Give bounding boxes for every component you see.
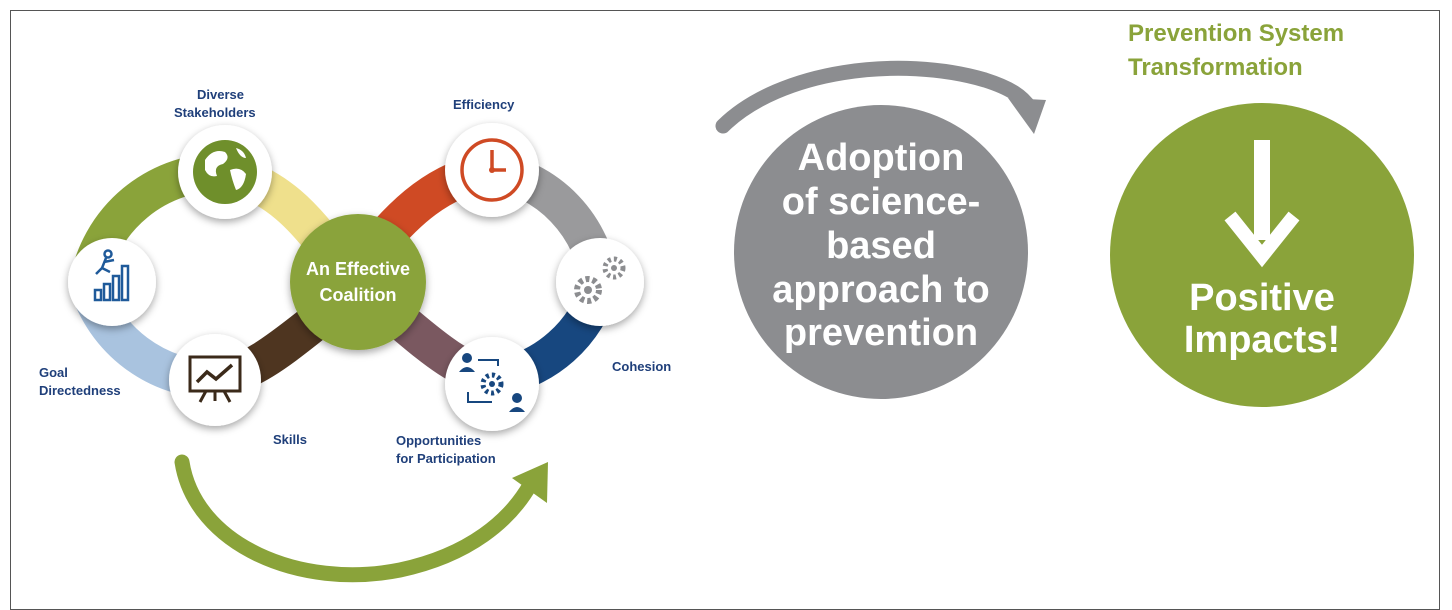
label-efficiency: Efficiency xyxy=(453,97,515,112)
prevention-diagram: An Effective Coalition xyxy=(39,20,1414,583)
grey-curved-arrow xyxy=(715,60,1046,134)
label-cohesion: Cohesion xyxy=(612,359,671,374)
efficiency-node xyxy=(445,123,539,217)
center-coalition-circle: An Effective Coalition xyxy=(290,214,426,350)
label-skills: Skills xyxy=(273,432,307,447)
adoption-line-3: based xyxy=(826,225,936,267)
goal-directedness-node xyxy=(68,238,156,326)
stakeholders-node xyxy=(178,125,272,219)
green-progress-arrow xyxy=(174,454,548,583)
label-opportunities-1: Opportunities xyxy=(396,433,481,448)
climbing-bar-chart-icon xyxy=(93,249,130,302)
cohesion-node xyxy=(556,238,644,326)
skills-node xyxy=(169,334,261,426)
adoption-line-1: Adoption xyxy=(798,137,965,179)
down-arrow-icon xyxy=(1224,140,1300,268)
label-goal-directedness-2: Directedness xyxy=(39,383,121,398)
center-label-line-2: Coalition xyxy=(320,285,397,305)
participation-node xyxy=(445,337,539,431)
globe-icon xyxy=(193,140,257,204)
impacts-line-1: Positive xyxy=(1189,277,1335,319)
clock-icon xyxy=(460,138,524,202)
label-opportunities-2: for Participation xyxy=(396,451,496,466)
impacts-circle: Positive Impacts! xyxy=(1110,103,1414,407)
people-gear-icon xyxy=(459,353,525,412)
gears-icon xyxy=(574,256,626,304)
center-label-line-1: An Effective xyxy=(306,259,410,279)
transformation-header-2: Transformation xyxy=(1128,54,1303,81)
adoption-line-4: approach to xyxy=(772,269,989,311)
adoption-circle: Adoption of science- based approach to p… xyxy=(734,105,1028,399)
presentation-board-icon xyxy=(188,355,242,403)
impacts-line-2: Impacts! xyxy=(1184,319,1340,361)
adoption-line-5: prevention xyxy=(784,312,978,354)
label-diverse-stakeholders-1: Diverse xyxy=(197,87,244,102)
adoption-line-2: of science- xyxy=(782,181,981,223)
label-goal-directedness-1: Goal xyxy=(39,365,68,380)
label-diverse-stakeholders-2: Stakeholders xyxy=(174,105,256,120)
transformation-header-1: Prevention System xyxy=(1128,20,1344,47)
